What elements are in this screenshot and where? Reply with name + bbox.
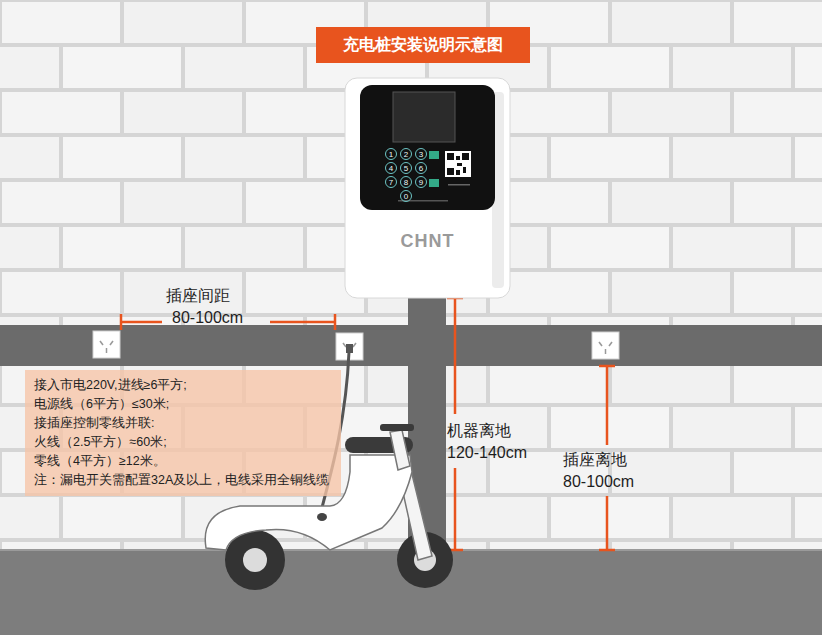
dimension-value: 80-100cm (563, 472, 634, 491)
keypad-key: 4 (385, 162, 397, 174)
brand-logo: CHNT (345, 231, 510, 252)
key-digit: 7 (389, 178, 393, 187)
key-digit: 0 (404, 192, 408, 201)
key-digit: 5 (404, 164, 408, 173)
note-line: 注：漏电开关需配置32A及以上，电线采用全铜线缆 (34, 471, 332, 490)
dimension-value: 80-100cm (172, 308, 243, 327)
note-line: 零线（4平方）≥12米。 (34, 452, 332, 471)
dimension-label: 插座离地 (563, 450, 627, 469)
keypad-key: 1 (385, 148, 397, 160)
keypad-key: 7 (385, 176, 397, 188)
key-digit: 3 (419, 150, 423, 159)
dimension-label: 插座间距 (166, 286, 230, 305)
key-digit: 9 (419, 178, 423, 187)
key-digit: 2 (404, 150, 408, 159)
note-line: 接入市电220V,进线≥6平方; (34, 376, 332, 395)
note-box: 接入市电220V,进线≥6平方;电源线（6平方）≤30米;接插座控制零线并联:火… (25, 370, 341, 496)
dimension-label: 机器离地 (447, 421, 511, 440)
note-line: 接插座控制零线并联: (34, 414, 332, 433)
charger-housing (345, 78, 510, 298)
title-banner: 充电桩安装说明示意图 (316, 27, 530, 63)
keypad-key: 9 (415, 176, 427, 188)
keypad-key: 8 (400, 176, 412, 188)
key-digit: 4 (389, 164, 393, 173)
note-line: 电源线（6平方）≤30米; (34, 395, 332, 414)
keypad-key: 0 (400, 190, 412, 202)
note-line: 火线（2.5平方）≈60米; (34, 433, 332, 452)
dimension-value: 120-140cm (447, 443, 527, 462)
keypad-key: 5 (400, 162, 412, 174)
keypad-key: 3 (415, 148, 427, 160)
socket (592, 332, 619, 359)
keypad-key: 2 (400, 148, 412, 160)
socket (93, 331, 120, 358)
keypad-key: 6 (415, 162, 427, 174)
key-digit: 6 (419, 164, 423, 173)
key-digit: 8 (404, 178, 408, 187)
key-digit: 1 (389, 150, 393, 159)
charger-device: CHNT 1 2 3 4 5 6 7 8 9 0 (345, 78, 510, 298)
